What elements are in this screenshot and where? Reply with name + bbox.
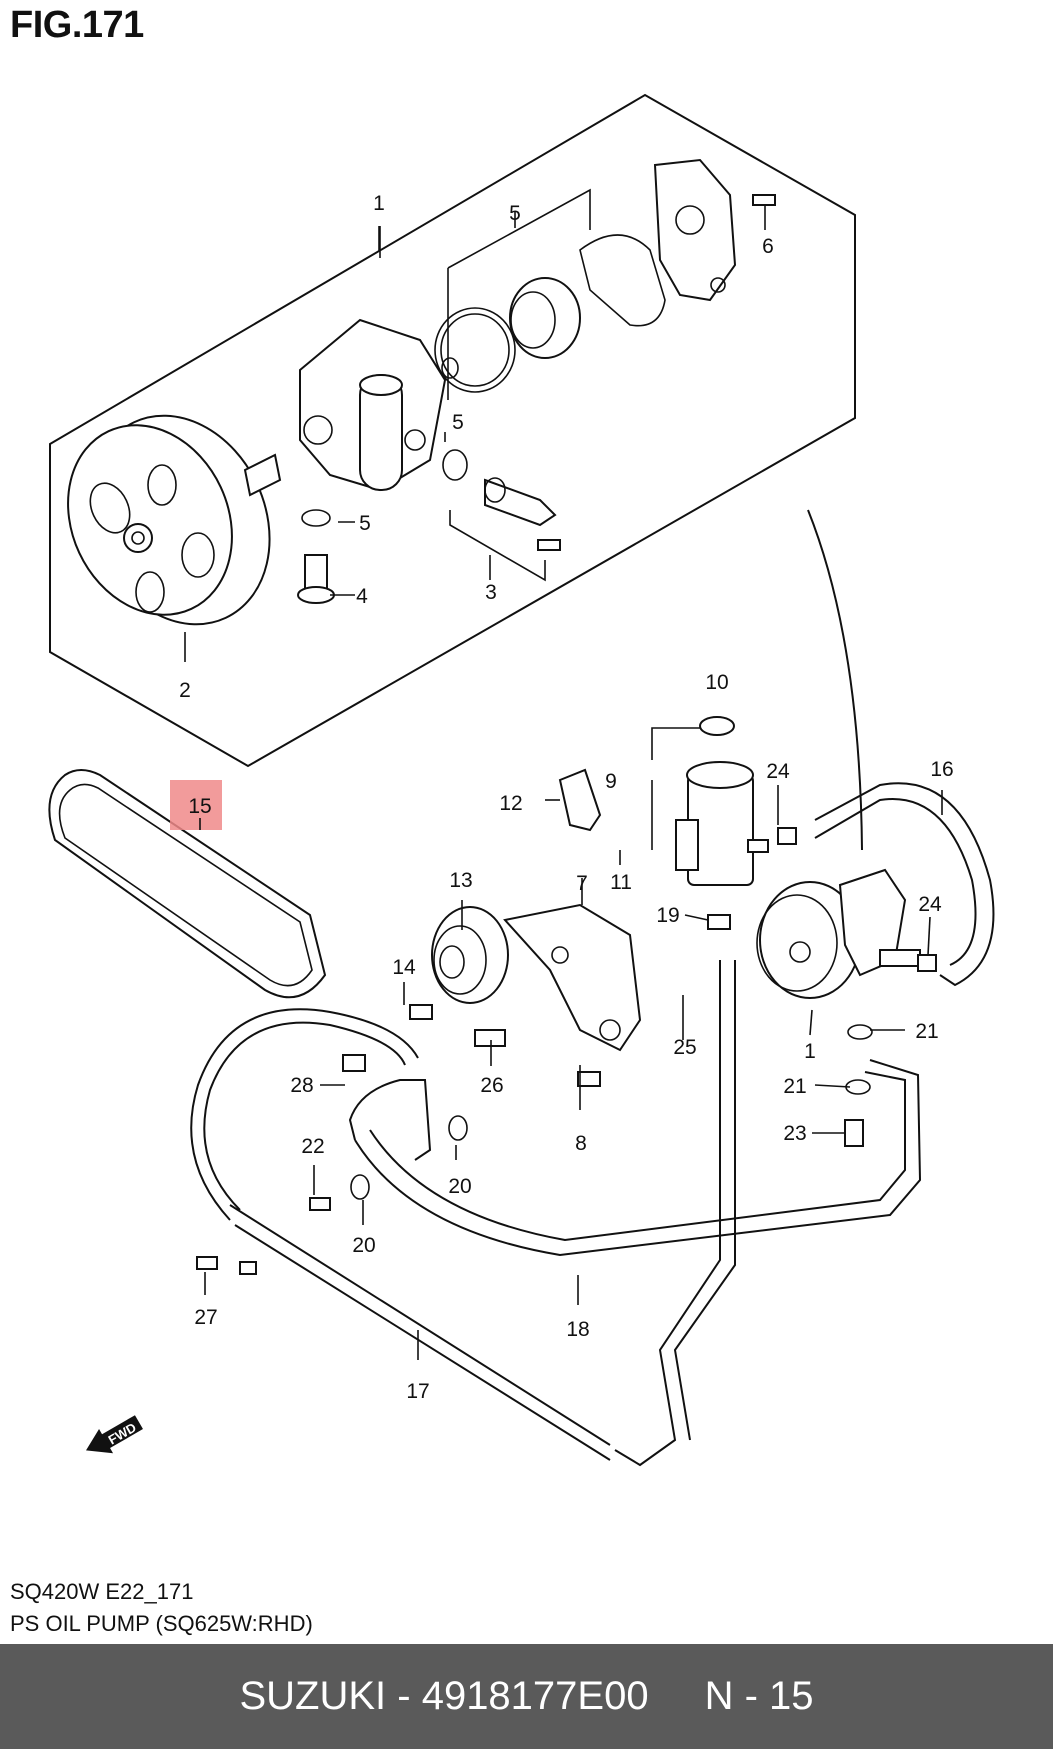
part-footer: SUZUKI - 4918177E00 N - 15 (0, 1644, 1053, 1749)
figure-title: FIG.171 (10, 4, 144, 46)
callout-5c: 5 (359, 512, 371, 535)
caption-description: PS OIL PUMP (SQ625W:RHD) (10, 1611, 313, 1636)
callout-28: 28 (290, 1074, 313, 1097)
callout-22: 22 (301, 1135, 324, 1158)
callout-12: 12 (499, 792, 522, 815)
callout-21a: 21 (915, 1020, 938, 1043)
callout-21b: 21 (783, 1075, 806, 1098)
callout-20a: 20 (448, 1175, 471, 1198)
callout-1: 1 (373, 192, 385, 215)
callout-9: 9 (605, 770, 617, 793)
caption-model: SQ420W E22_171 (10, 1579, 194, 1604)
callout-25: 25 (673, 1036, 696, 1059)
pump-body (243, 318, 447, 497)
callout-20b: 20 (352, 1234, 375, 1257)
pump-assembly-frame (49, 93, 856, 768)
callout-27: 27 (194, 1306, 217, 1329)
forward-arrow-icon: FWD (86, 1415, 143, 1454)
oil-reservoir (558, 716, 769, 886)
installed-pump (756, 509, 921, 999)
leader-lines (184, 205, 943, 1360)
callout-3: 3 (485, 581, 497, 604)
callout-17: 17 (406, 1380, 429, 1403)
footer-position: N - 15 (704, 1674, 814, 1718)
callout-16: 16 (930, 758, 953, 781)
callout-6: 6 (762, 235, 774, 258)
callout-5a: 5 (509, 202, 521, 225)
callout-brackets (379, 188, 718, 850)
callout-10: 10 (705, 671, 728, 694)
pump-fittings (297, 449, 557, 604)
highlight-box (170, 780, 222, 830)
callout-18: 18 (566, 1318, 589, 1341)
callout-19: 19 (656, 904, 679, 927)
callout-26: 26 (480, 1074, 503, 1097)
callout-5b: 5 (452, 411, 464, 434)
callout-15: 15 (188, 795, 211, 818)
pump-cartridge-kit (434, 158, 776, 551)
callout-24b: 24 (918, 893, 942, 916)
callout-11: 11 (610, 871, 632, 894)
diagram-caption: SQ420W E22_171 PS OIL PUMP (SQ625W:RHD) (10, 1576, 313, 1640)
callout-8: 8 (575, 1132, 587, 1155)
callout-7: 7 (576, 872, 588, 895)
callout-1b: 1 (804, 1040, 816, 1063)
callout-14: 14 (392, 956, 416, 979)
callout-24a: 24 (766, 760, 790, 783)
footer-part-info: SUZUKI - 4918177E00 (239, 1674, 649, 1718)
pump-pulley (67, 414, 271, 626)
callout-4: 4 (356, 585, 368, 608)
drive-belt (48, 769, 327, 999)
idler-pulley (409, 903, 642, 1087)
hoses (190, 782, 995, 1467)
callout-23: 23 (783, 1122, 806, 1145)
callout-2: 2 (179, 679, 191, 702)
callout-labels: 1 2 3 4 5 5 5 6 7 8 9 10 11 12 13 14 15 … (179, 192, 954, 1403)
callout-13: 13 (449, 869, 472, 892)
